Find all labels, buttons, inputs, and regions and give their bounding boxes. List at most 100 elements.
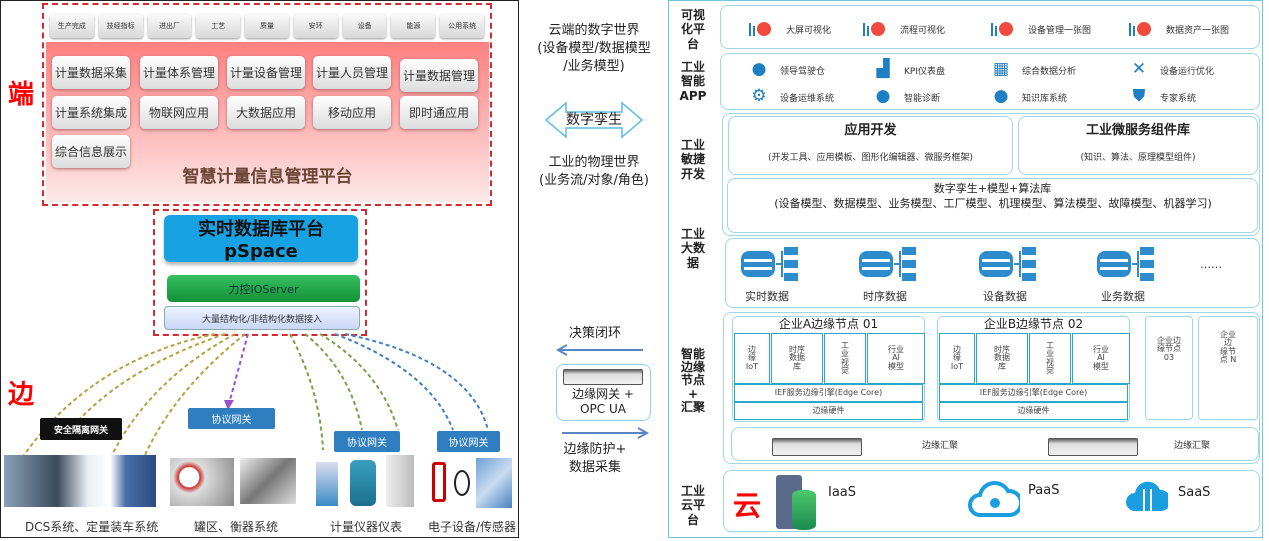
edge-node-cell: 边 缘 IoT — [734, 333, 770, 384]
top-tab[interactable]: 生产完成 — [50, 14, 94, 38]
microservice-desc: (知识、算法、原理模型组件) — [1080, 153, 1196, 163]
row-label-dev: 工业 敏捷 开发 — [680, 138, 705, 181]
shield-icon: ⛊ — [1132, 86, 1146, 106]
industrial-app-row — [720, 53, 1260, 110]
module-button[interactable]: 物联网应用 — [140, 96, 218, 129]
link-line-sensor — [344, 333, 489, 431]
top-tab[interactable]: 公用系统 — [440, 14, 485, 38]
head-gear-icon: ● — [875, 86, 891, 106]
data-item-label: 设备数据 — [983, 290, 1027, 303]
sensor-map-image — [476, 458, 512, 508]
edge-node-cell: 行业 AI 模型 — [867, 333, 925, 384]
module-button[interactable]: 大数据应用 — [227, 96, 305, 129]
app-item-label: 综合数据分析 — [1022, 67, 1077, 77]
edge-marker: 边 — [8, 380, 35, 410]
data-item-label: 业务数据 — [1101, 290, 1145, 303]
aggregation-server-icon — [772, 438, 862, 456]
link-line-instrument — [289, 333, 324, 451]
cloud-gear-icon — [968, 480, 1020, 517]
top-tab[interactable]: 工艺 — [196, 14, 241, 38]
money-bag-icon: ● — [993, 86, 1009, 106]
twin-lib-box: 数字孪生+模型+算法库 (设备模型、数据模型、业务模型、工厂模型、机理模型、算法… — [727, 178, 1258, 233]
module-button[interactable]: 综合信息展示 — [52, 135, 130, 168]
top-tab[interactable]: 进出厂 — [147, 14, 192, 38]
device-group-label: 计量仪器仪表 — [330, 520, 403, 534]
edge-node-cell: 工 业 视 觉 — [1029, 333, 1071, 384]
module-button[interactable]: 移动应用 — [313, 96, 391, 129]
link-line-dcs — [144, 333, 246, 456]
arrow-down-icon — [224, 400, 234, 410]
app-item-label: KPI仪表盘 — [904, 67, 945, 77]
row-label-cloud: 工业 云平 台 — [680, 484, 705, 527]
edge-hardware-bar: 边缘硬件 — [939, 402, 1128, 420]
module-button[interactable]: 计量数据管理 — [400, 59, 478, 92]
gateway-device-icon — [563, 369, 643, 385]
edge-node-title: 企业A边缘节点 01 — [778, 317, 879, 331]
top-tab[interactable]: 设备 — [342, 14, 387, 38]
edge-aggregation-box: 边缘汇聚 边缘汇聚 — [731, 427, 1259, 461]
module-button[interactable]: 计量体系管理 — [140, 56, 218, 89]
edge-engine-bar: IEF服务边缘引擎(Edge Core) — [734, 384, 923, 402]
arrow-left-icon — [555, 344, 643, 356]
link-line-tank — [229, 333, 249, 401]
edge-node-cell: 工 业 视 觉 — [824, 333, 866, 384]
edge-hardware-bar: 边缘硬件 — [734, 402, 923, 420]
platform-title: 智慧计量信息管理平台 — [182, 166, 353, 187]
module-button[interactable]: 计量系统集成 — [52, 96, 130, 129]
aggregation-label: 边缘汇聚 — [922, 441, 959, 451]
edge-protect-label: 边缘防护+ 数据采集 — [563, 442, 627, 475]
chart-pie-icon — [862, 17, 886, 37]
top-tab[interactable]: 技经指标 — [98, 14, 143, 38]
data-access-box: 大量结构化/非结构化数据接入 — [164, 306, 360, 330]
protocol-gateway-instrument: 协议网关 — [334, 431, 400, 452]
valve-icon — [350, 460, 376, 506]
edge-node-n: 企业 边 缘节 点 N — [1198, 316, 1258, 420]
pspace-box: 实时数据库平台pSpace — [164, 215, 358, 262]
chart-pie-icon — [990, 17, 1014, 37]
module-button[interactable]: 即时通应用 — [400, 96, 478, 129]
module-button[interactable]: 计量人员管理 — [313, 56, 391, 89]
double-arrow-icon — [544, 101, 644, 139]
weighing-system-image — [240, 458, 296, 504]
top-tab[interactable]: 安环 — [293, 14, 338, 38]
twin-lib-desc: (设备模型、数据模型、业务模型、工厂模型、机理模型、算法模型、故障模型、机器学习… — [774, 197, 1212, 210]
row-label-edge: 智能 边缘 节点 + 汇聚 — [680, 347, 705, 414]
aggregation-label: 边缘汇聚 — [1174, 441, 1211, 451]
edge-engine-bar: IEF服务边缘引擎(Edge Core) — [939, 384, 1128, 402]
decision-loop-label: 决策闭环 — [568, 326, 621, 341]
cloud-upload-icon — [1126, 481, 1168, 521]
thermometer-icon — [432, 462, 446, 502]
edge-node-cell: 时序 数据 库 — [976, 333, 1028, 384]
arrow-right-icon — [562, 427, 650, 439]
meter-device-icon — [386, 455, 414, 507]
edge-node-cell: 边 缘 IoT — [939, 333, 975, 384]
cloud-world-text: 云端的数字世界 (设备模型/数据模型 /业务模型) — [537, 23, 651, 74]
pspace-frame — [153, 209, 367, 336]
platform-frame — [42, 3, 492, 206]
link-line-dcs — [21, 333, 216, 459]
link-line-instrument — [319, 333, 399, 431]
network-icon: ✕ — [1131, 59, 1147, 79]
row-label-app: 工业 智能 APP — [679, 60, 707, 103]
right-panel — [668, 0, 1263, 538]
module-button[interactable]: 计量数据采集 — [52, 56, 130, 89]
saas-label: SaaS — [1178, 485, 1211, 500]
top-tab[interactable]: 能源 — [391, 14, 436, 38]
more-data-ellipsis: …… — [1200, 258, 1222, 271]
security-gateway-device: 安全隔离网关 — [40, 418, 122, 440]
flow-meter-icon — [316, 462, 338, 506]
top-tab[interactable]: 质量 — [245, 14, 289, 38]
connection-lines — [21, 333, 489, 459]
app-dev-box: 应用开发 (开发工具、应用模板、图形化编辑器、微服务框架) — [728, 116, 1013, 175]
app-item-label: 知识库系统 — [1022, 94, 1068, 104]
visual-platform-row — [720, 5, 1260, 49]
module-button[interactable]: 计量设备管理 — [227, 56, 305, 89]
physical-world-text: 工业的物理世界 (业务流/对象/角色) — [539, 155, 649, 188]
database-server-icon — [1096, 245, 1156, 285]
device-group-label: 罐区、衡器系统 — [194, 520, 279, 534]
link-line-instrument — [304, 333, 363, 431]
device-group-label: DCS系统、定量装车系统 — [25, 520, 159, 534]
tank-farm-image — [170, 458, 234, 506]
ioserver-box: 力控IOServer — [167, 275, 360, 302]
top-tabs: 生产完成技经指标进出厂工艺质量安环设备能源公用系统 — [50, 14, 485, 38]
